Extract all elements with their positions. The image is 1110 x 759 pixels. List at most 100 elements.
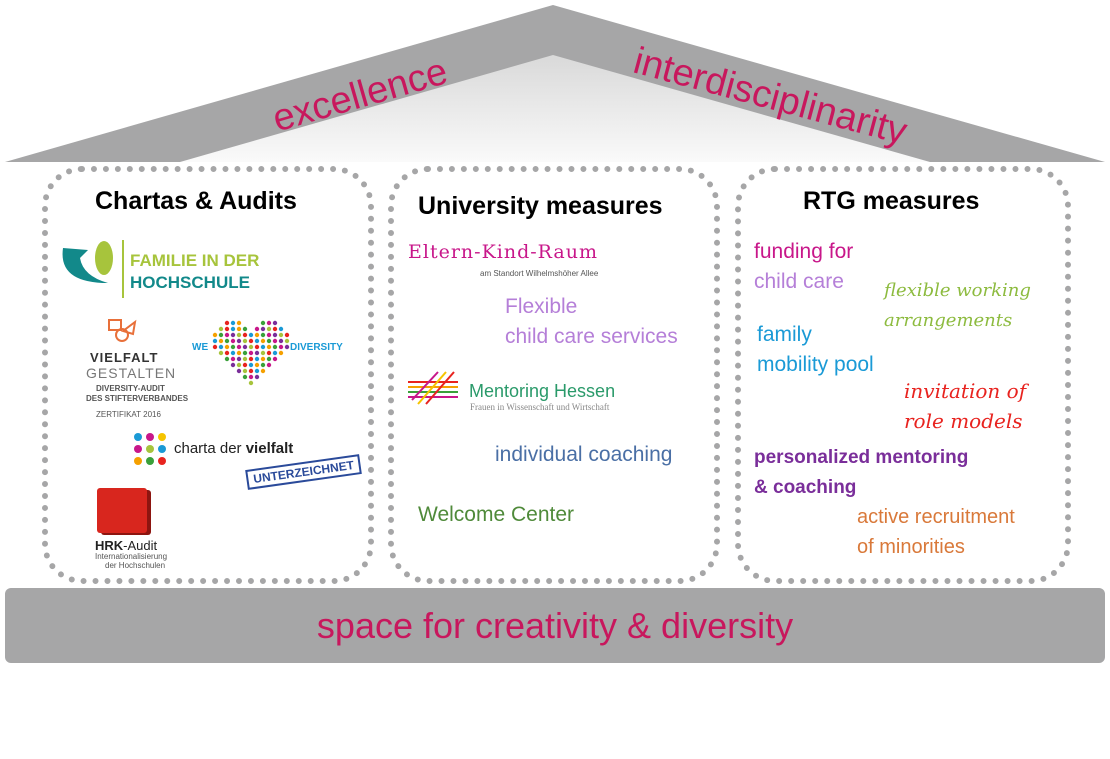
heart-dots-icon [212,320,290,386]
column-title: University measures [418,192,663,220]
heart-dot [212,332,218,338]
column-title: RTG measures [803,187,980,215]
heart-dot [278,338,284,344]
heart-dot [242,338,248,344]
heart-dot [248,380,254,386]
heart-dot [236,338,242,344]
familie-leaf-icon [62,241,113,283]
heart-dot [260,344,266,350]
heart-dot [248,350,254,356]
heart-dot [230,362,236,368]
heart-dot [242,350,248,356]
heart-dot [254,344,260,350]
charta-text: charta der [174,440,246,457]
heart-dot [248,356,254,362]
heart-dot [224,326,230,332]
heart-dot [254,326,260,332]
heart-dot [248,344,254,350]
heart-dot [236,356,242,362]
item-personalized-mentoring: personalized mentoring & coaching [754,447,969,498]
item-funding-for: funding for [754,240,854,263]
heart-dot [242,374,248,380]
familie-line2: HOCHSCHULE [130,273,250,292]
heart-dot [230,326,236,332]
heart-dot [230,344,236,350]
heart-dot [284,332,290,338]
item-child-care: child care [754,270,844,293]
heart-dot [230,338,236,344]
mentoring-stripes-icon [408,371,458,405]
shapes-icon [108,319,137,342]
heart-dot [266,350,272,356]
heart-dot [236,368,242,374]
eltern-sub: am Standort Wilhelmshöher Allee [480,269,599,278]
heart-dot [254,350,260,356]
heart-dot [272,350,278,356]
heart-dot [212,338,218,344]
heart-dot [272,338,278,344]
heart-dot [212,344,218,350]
vielfalt-sub2: DES STIFTERVERBANDES [86,394,189,403]
heart-dot [248,374,254,380]
heart-dot [254,374,260,380]
heart-dot [242,362,248,368]
heart-dot [260,326,266,332]
heart-dot [248,368,254,374]
heart-dot [260,368,266,374]
heart-dot [266,362,272,368]
column-chartas-audits [42,166,374,584]
heart-dot [278,350,284,356]
hrk-cube-icon [97,488,147,533]
hrk-audit: -Audit [123,538,158,553]
heart-dot [272,326,278,332]
heart-dot [266,332,272,338]
heart-dot [260,362,266,368]
heart-dot [254,356,260,362]
heart-dot [284,338,290,344]
heart-dot [254,368,260,374]
heart-dot [278,332,284,338]
heart-dot [272,356,278,362]
charta-vielfalt-text: vielfalt [245,440,294,457]
heart-dot [266,344,272,350]
heart-dot [230,320,236,326]
charta-dots-icon [134,433,166,465]
column-university-measures [388,166,720,584]
heart-dot [242,326,248,332]
heart-dot [230,356,236,362]
hrk-sub1: Internationalisierung [95,552,168,561]
heart-dot [230,350,236,356]
diversity-label: DIVERSITY [290,342,343,353]
heart-dot [236,344,242,350]
heart-dot [236,350,242,356]
vielfalt-title: VIELFALT [90,350,159,365]
heart-dot [260,350,266,356]
heart-dot [236,326,242,332]
heart-dot [266,320,272,326]
heart-dot [248,362,254,368]
heart-dot [272,320,278,326]
heart-dot [260,338,266,344]
heart-dot [218,326,224,332]
heart-dot [254,332,260,338]
hrk-sub2: der Hochschulen [105,561,166,570]
heart-dot [254,338,260,344]
roof [5,5,1105,162]
heart-dot [242,344,248,350]
gestalten-title: GESTALTEN [86,365,177,381]
familie-line1: FAMILIE IN DER [130,251,260,270]
heart-dot [260,332,266,338]
heart-dot [224,320,230,326]
heart-dot [248,338,254,344]
mentoring-hessen-sub: Frauen in Wissenschaft und Wirtschaft [470,402,610,412]
heart-dot [224,350,230,356]
item-welcome-center: Welcome Center [418,503,575,526]
heart-dot [236,362,242,368]
eltern-kind-raum-logo: Eltern-Kind-Raum [408,241,598,263]
hrk-bold: HRK [95,538,124,553]
heart-dot [230,332,236,338]
heart-dot [224,356,230,362]
item-active-recruitment: active recruitment of minorities [857,506,1015,558]
we-label: WE [192,342,209,353]
heart-dot [218,350,224,356]
